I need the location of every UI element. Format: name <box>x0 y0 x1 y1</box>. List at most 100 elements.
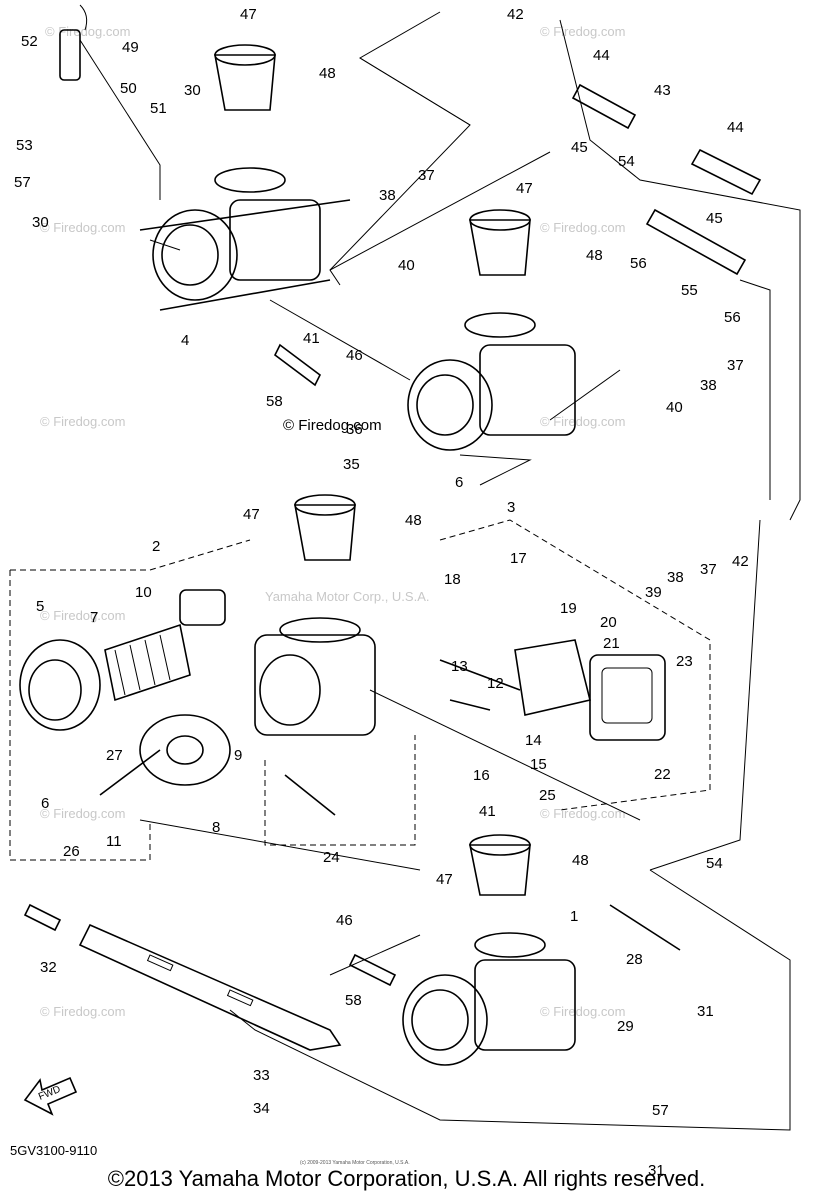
callout-8: 8 <box>212 819 220 836</box>
watermark-inline: © Firedog.com <box>283 417 382 434</box>
callout-31: 31 <box>648 1162 665 1179</box>
callout-58: 58 <box>266 393 283 410</box>
callout-56: 56 <box>724 309 741 326</box>
callout-32: 32 <box>40 959 57 976</box>
callout-56: 56 <box>630 255 647 272</box>
small-hardware <box>23 4 681 987</box>
callout-38: 38 <box>667 569 684 586</box>
air-funnels <box>214 44 531 896</box>
callout-3: 3 <box>507 499 515 516</box>
callout-30: 30 <box>32 214 49 231</box>
callout-9: 9 <box>234 747 242 764</box>
callout-6: 6 <box>455 474 463 491</box>
callout-14: 14 <box>525 732 542 749</box>
callout-47: 47 <box>243 506 260 523</box>
callout-46: 46 <box>336 912 353 929</box>
callout-45: 45 <box>571 139 588 156</box>
callout-38: 38 <box>379 187 396 204</box>
callout-53: 53 <box>16 137 33 154</box>
callout-17: 17 <box>510 550 527 567</box>
callout-52: 52 <box>21 33 38 50</box>
callout-47: 47 <box>516 180 533 197</box>
callout-57: 57 <box>652 1102 669 1119</box>
watermark-text: © Firedog.com <box>40 1004 125 1019</box>
callout-58: 58 <box>345 992 362 1009</box>
callout-44: 44 <box>593 47 610 64</box>
callout-39: 39 <box>645 584 662 601</box>
callout-37: 37 <box>418 167 435 184</box>
callout-37: 37 <box>727 357 744 374</box>
callout-54: 54 <box>706 855 723 872</box>
callout-41: 41 <box>303 330 320 347</box>
fine-print: (c) 2009-2013 Yamaha Motor Corporation, … <box>300 1160 410 1166</box>
drawing-code: 5GV3100-9110 <box>10 1143 98 1158</box>
callout-labels: 1 2 3 4 5 6 6 7 8 9 10 11 12 13 14 15 16… <box>14 6 749 1179</box>
callout-29: 29 <box>617 1018 634 1035</box>
linkage-plate <box>78 923 342 1051</box>
callout-33: 33 <box>253 1067 270 1084</box>
callout-37: 37 <box>700 561 717 578</box>
callout-43: 43 <box>654 82 671 99</box>
watermark-text: © Firedog.com <box>40 220 125 235</box>
callout-19: 19 <box>560 600 577 617</box>
carburetor-top-left <box>139 167 351 311</box>
callout-48: 48 <box>572 852 589 869</box>
callout-45: 45 <box>706 210 723 227</box>
callout-28: 28 <box>626 951 643 968</box>
float-chamber-parts <box>514 639 666 741</box>
watermark-text: © Firedog.com <box>40 806 125 821</box>
callout-35: 35 <box>343 456 360 473</box>
callout-34: 34 <box>253 1100 270 1117</box>
callout-13: 13 <box>451 658 468 675</box>
callout-30: 30 <box>184 82 201 99</box>
callout-5: 5 <box>36 598 44 615</box>
callout-47: 47 <box>240 6 257 23</box>
watermark-text: © Firedog.com <box>540 1004 625 1019</box>
fwd-arrow-icon: FWD <box>23 1076 78 1116</box>
callout-24: 24 <box>323 849 340 866</box>
callout-40: 40 <box>666 399 683 416</box>
callout-10: 10 <box>135 584 152 601</box>
callout-49: 49 <box>122 39 139 56</box>
leader-lines <box>9 11 801 1131</box>
callout-26: 26 <box>63 843 80 860</box>
callout-16: 16 <box>473 767 490 784</box>
watermark-text: © Firedog.com <box>540 24 625 39</box>
callout-22: 22 <box>654 766 671 783</box>
hoses <box>571 83 762 276</box>
callout-40: 40 <box>398 257 415 274</box>
callout-18: 18 <box>444 571 461 588</box>
callout-7: 7 <box>90 609 98 626</box>
callout-38: 38 <box>700 377 717 394</box>
watermark-text: © Firedog.com <box>45 24 130 39</box>
callout-55: 55 <box>681 282 698 299</box>
callout-50: 50 <box>120 80 137 97</box>
callout-15: 15 <box>530 756 547 773</box>
callout-1: 1 <box>570 908 578 925</box>
callout-12: 12 <box>487 675 504 692</box>
watermark-text: © Firedog.com <box>540 220 625 235</box>
watermark-layer: © Firedog.com © Firedog.com © Firedog.co… <box>40 24 625 1019</box>
callout-42: 42 <box>732 553 749 570</box>
watermark-text: © Firedog.com <box>40 414 125 429</box>
callout-11: 11 <box>106 833 122 850</box>
callout-42: 42 <box>507 6 524 23</box>
callout-57: 57 <box>14 174 31 191</box>
callout-36: 36 <box>346 421 363 438</box>
carburetor-bottom <box>402 932 576 1066</box>
callout-48: 48 <box>586 247 603 264</box>
watermark-text: © Firedog.com <box>540 414 625 429</box>
callout-47: 47 <box>436 871 453 888</box>
callout-27: 27 <box>106 747 123 764</box>
callout-48: 48 <box>405 512 422 529</box>
copyright-footer: ©2013 Yamaha Motor Corporation, U.S.A. A… <box>107 1166 706 1191</box>
callout-4: 4 <box>181 332 189 349</box>
callout-6: 6 <box>41 795 49 812</box>
callout-20: 20 <box>600 614 617 631</box>
callout-48: 48 <box>319 65 336 82</box>
callout-51: 51 <box>150 100 167 117</box>
callout-23: 23 <box>676 653 693 670</box>
parts-layer: FWD <box>19 4 762 1116</box>
callout-44: 44 <box>727 119 744 136</box>
